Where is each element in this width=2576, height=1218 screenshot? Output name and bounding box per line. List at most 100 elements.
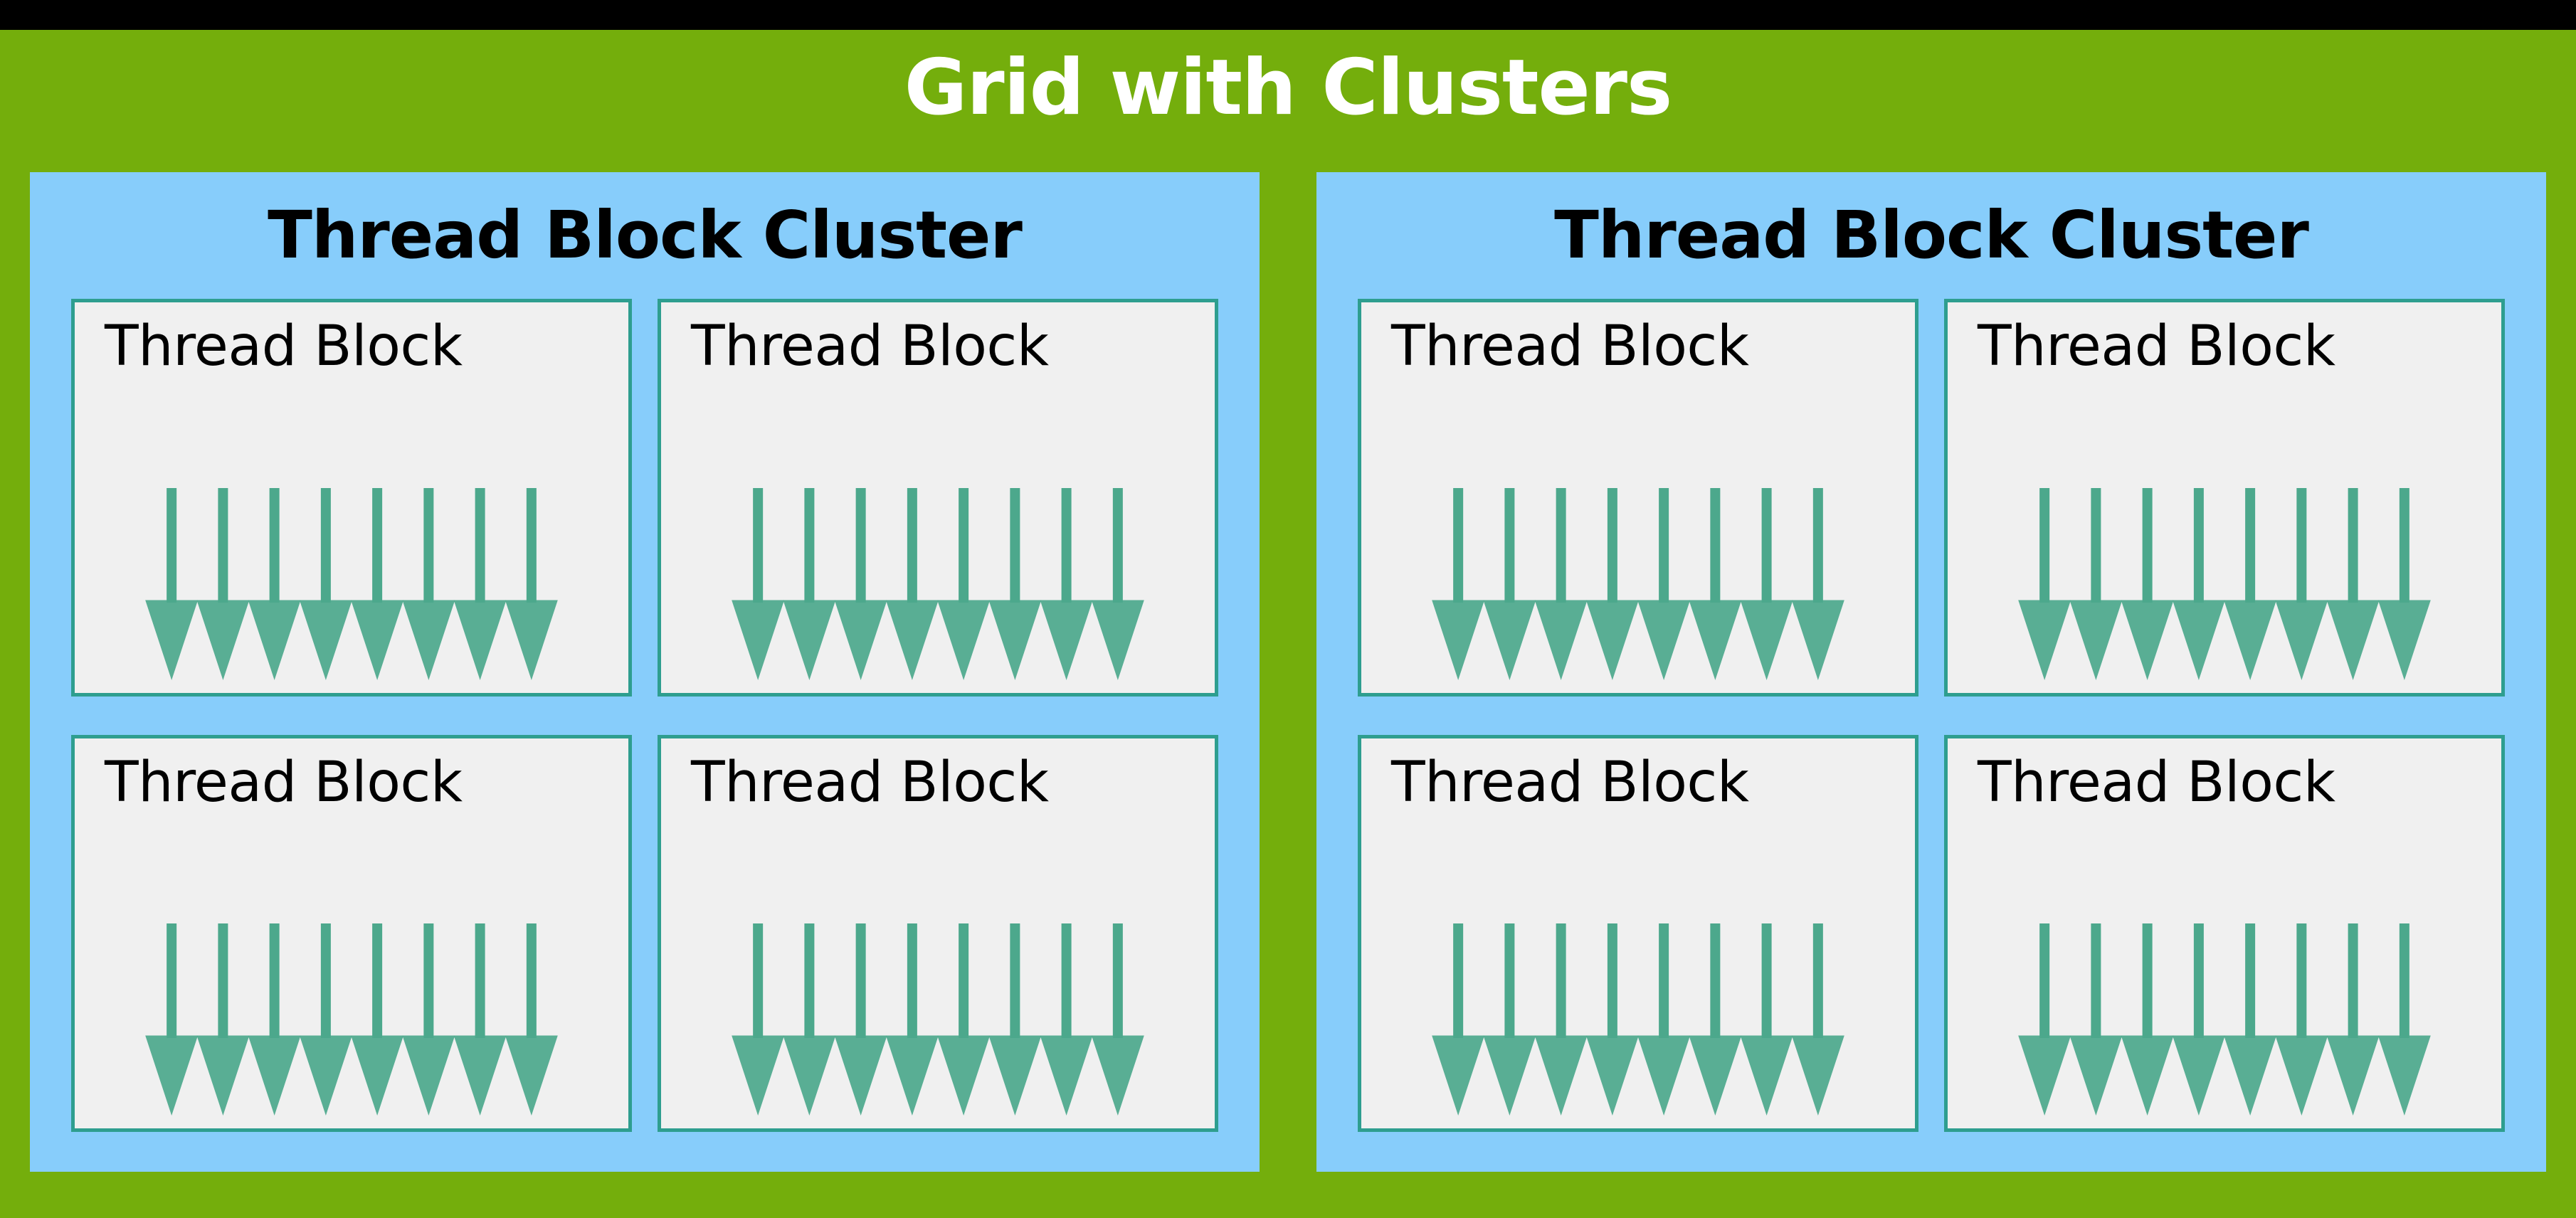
cluster-label: Thread Block Cluster [1554, 197, 2309, 273]
thread-arrow-down-icon [1483, 487, 1536, 680]
thread-block-label: Thread Block [1391, 314, 1749, 378]
thread-arrow-down-icon [732, 487, 785, 680]
thread-block-label: Thread Block [1978, 314, 2335, 378]
thread-arrow-down-icon [1483, 923, 1536, 1116]
thread-arrow-down-icon [2377, 923, 2431, 1116]
thread-arrow-down-icon [2224, 487, 2277, 680]
thread-arrow-down-icon [351, 487, 404, 680]
thread-block: Thread Block [71, 734, 632, 1132]
thread-arrow-down-icon [299, 923, 352, 1116]
arrow-group-icon [732, 923, 1144, 1116]
thread-arrow-down-icon [2018, 487, 2071, 680]
thread-arrow-down-icon [248, 923, 301, 1116]
thread-arrow-down-icon [196, 923, 250, 1116]
thread-arrow-down-icon [402, 923, 455, 1116]
thread-arrow-down-icon [453, 923, 507, 1116]
thread-block: Thread Block [1944, 734, 2505, 1132]
thread-arrows [1948, 923, 2501, 1116]
thread-arrow-down-icon [885, 923, 939, 1116]
thread-block-grid: Thread Block Thread Block Thread Block T… [1316, 299, 2546, 1172]
cluster-label: Thread Block Cluster [268, 197, 1023, 273]
thread-arrows [661, 487, 1215, 680]
thread-block-label: Thread Block [1391, 750, 1749, 815]
grid-container: Grid with Clusters Thread Block Cluster … [0, 30, 2576, 1218]
thread-arrow-down-icon [453, 487, 507, 680]
thread-block: Thread Block [658, 734, 1218, 1132]
thread-arrow-down-icon [248, 487, 301, 680]
thread-arrow-down-icon [937, 923, 991, 1116]
thread-block-cluster: Thread Block Cluster Thread Block Thread… [1316, 172, 2546, 1172]
thread-arrow-down-icon [988, 923, 1042, 1116]
thread-arrows [661, 923, 1215, 1116]
thread-arrow-down-icon [1791, 923, 1844, 1116]
thread-arrow-down-icon [1040, 923, 1093, 1116]
thread-arrow-down-icon [834, 923, 887, 1116]
cluster-row: Thread Block Cluster Thread Block Thread… [30, 172, 2546, 1172]
thread-block-label: Thread Block [105, 750, 463, 815]
thread-arrow-down-icon [2121, 923, 2174, 1116]
thread-arrow-down-icon [2069, 923, 2123, 1116]
thread-arrow-down-icon [505, 487, 558, 680]
thread-arrow-down-icon [2172, 923, 2225, 1116]
thread-arrow-down-icon [145, 923, 199, 1116]
thread-arrow-down-icon [1740, 487, 1793, 680]
thread-arrow-down-icon [2069, 487, 2123, 680]
thread-arrow-down-icon [299, 487, 352, 680]
thread-arrow-down-icon [351, 923, 404, 1116]
thread-block-label: Thread Block [691, 750, 1049, 815]
thread-arrow-down-icon [145, 487, 199, 680]
thread-arrow-down-icon [1091, 487, 1144, 680]
thread-arrow-down-icon [1637, 923, 1691, 1116]
arrow-group-icon [2018, 487, 2431, 680]
thread-arrow-down-icon [505, 923, 558, 1116]
thread-arrow-down-icon [1432, 923, 1485, 1116]
arrow-group-icon [145, 923, 558, 1116]
thread-arrow-down-icon [196, 487, 250, 680]
arrow-group-icon [2018, 923, 2431, 1116]
thread-arrow-down-icon [2326, 923, 2380, 1116]
thread-arrow-down-icon [2275, 487, 2328, 680]
thread-arrow-down-icon [2275, 923, 2328, 1116]
thread-arrow-down-icon [732, 923, 785, 1116]
page-title: Grid with Clusters [904, 43, 1673, 132]
arrow-group-icon [1432, 923, 1844, 1116]
thread-arrows [75, 487, 628, 680]
thread-arrow-down-icon [2326, 487, 2380, 680]
thread-arrow-down-icon [2121, 487, 2174, 680]
thread-arrows [1361, 487, 1915, 680]
thread-arrow-down-icon [1689, 923, 1742, 1116]
thread-arrows [1361, 923, 1915, 1116]
thread-arrow-down-icon [1091, 923, 1144, 1116]
thread-block: Thread Block [1944, 299, 2505, 697]
thread-arrow-down-icon [402, 487, 455, 680]
thread-arrow-down-icon [1534, 487, 1588, 680]
thread-arrow-down-icon [885, 487, 939, 680]
thread-arrow-down-icon [1637, 487, 1691, 680]
thread-block-label: Thread Block [691, 314, 1049, 378]
thread-arrow-down-icon [1689, 487, 1742, 680]
thread-arrow-down-icon [2172, 487, 2225, 680]
arrow-group-icon [1432, 487, 1844, 680]
thread-arrow-down-icon [783, 923, 836, 1116]
arrow-group-icon [145, 487, 558, 680]
thread-arrow-down-icon [2377, 487, 2431, 680]
thread-arrows [1948, 487, 2501, 680]
thread-block: Thread Block [1358, 299, 1918, 697]
thread-block-cluster: Thread Block Cluster Thread Block Thread… [30, 172, 1260, 1172]
thread-arrow-down-icon [1040, 487, 1093, 680]
thread-arrows [75, 923, 628, 1116]
thread-block: Thread Block [1358, 734, 1918, 1132]
thread-arrow-down-icon [1585, 487, 1639, 680]
thread-arrow-down-icon [2018, 923, 2071, 1116]
thread-block: Thread Block [658, 299, 1218, 697]
thread-arrow-down-icon [2224, 923, 2277, 1116]
arrow-group-icon [732, 487, 1144, 680]
thread-arrow-down-icon [988, 487, 1042, 680]
thread-arrow-down-icon [1585, 923, 1639, 1116]
thread-arrow-down-icon [1791, 487, 1844, 680]
thread-arrow-down-icon [783, 487, 836, 680]
thread-block-grid: Thread Block Thread Block Thread Block T… [30, 299, 1260, 1172]
thread-arrow-down-icon [937, 487, 991, 680]
thread-block: Thread Block [71, 299, 632, 697]
